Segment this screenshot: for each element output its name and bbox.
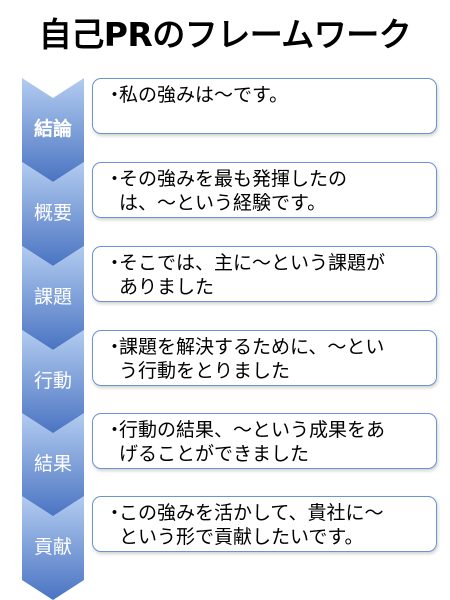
step-text: その強みを最も発揮したの は、〜という経験です。 bbox=[119, 168, 348, 214]
step-text: そこでは、主に〜という課題が ありました bbox=[119, 252, 386, 298]
step-label: 概要 bbox=[33, 202, 72, 224]
step-text: 行動の結果、〜という成果をあ げることができました bbox=[119, 419, 386, 465]
bullet: ・ bbox=[105, 84, 125, 106]
step-chevron-action: 行動 bbox=[22, 330, 84, 434]
step-box-contribution: ・ この強みを活かして、貴社に〜 という形で貢献したいです。 bbox=[92, 496, 437, 552]
chevron-arrow-icon bbox=[22, 496, 84, 600]
step-text: この強みを活かして、貴社に〜 という形で貢献したいです。 bbox=[119, 502, 384, 548]
step-box-overview: ・ その強みを最も発揮したの は、〜という経験です。 bbox=[92, 162, 437, 218]
bullet: ・ bbox=[105, 336, 125, 358]
step-chevron-overview: 概要 bbox=[22, 162, 84, 266]
bullet: ・ bbox=[105, 502, 125, 524]
bullet: ・ bbox=[105, 252, 125, 274]
chevron-arrow-icon bbox=[22, 78, 84, 182]
step-label: 課題 bbox=[33, 286, 72, 308]
bullet: ・ bbox=[105, 419, 125, 441]
step-text: 私の強みは〜です。 bbox=[119, 84, 289, 106]
chevron-arrow-icon bbox=[22, 330, 84, 434]
step-text: 課題を解決するために、〜とい う行動をとりました bbox=[119, 336, 385, 382]
step-chevron-result: 結果 bbox=[22, 413, 84, 517]
step-chevron-issue: 課題 bbox=[22, 246, 84, 350]
step-box-action: ・ 課題を解決するために、〜とい う行動をとりました bbox=[92, 330, 437, 386]
step-box-issue: ・ そこでは、主に〜という課題が ありました bbox=[92, 246, 437, 302]
chevron-arrow-icon bbox=[22, 413, 84, 517]
chevron-arrow-icon bbox=[22, 162, 84, 266]
step-label: 貢献 bbox=[33, 536, 72, 558]
chevron-arrow-icon bbox=[22, 246, 84, 350]
step-box-result: ・ 行動の結果、〜という成果をあ げることができました bbox=[92, 413, 437, 469]
step-box-conclusion: ・ 私の強みは〜です。 bbox=[92, 78, 437, 134]
step-label: 行動 bbox=[33, 370, 72, 392]
bullet: ・ bbox=[105, 168, 125, 190]
step-label: 結果 bbox=[33, 453, 72, 475]
page-title: 自己PRのフレームワーク bbox=[38, 15, 412, 54]
step-chevron-conclusion: 結論 bbox=[22, 78, 84, 182]
step-label: 結論 bbox=[33, 118, 72, 140]
step-chevron-contribution: 貢献 bbox=[22, 496, 84, 600]
